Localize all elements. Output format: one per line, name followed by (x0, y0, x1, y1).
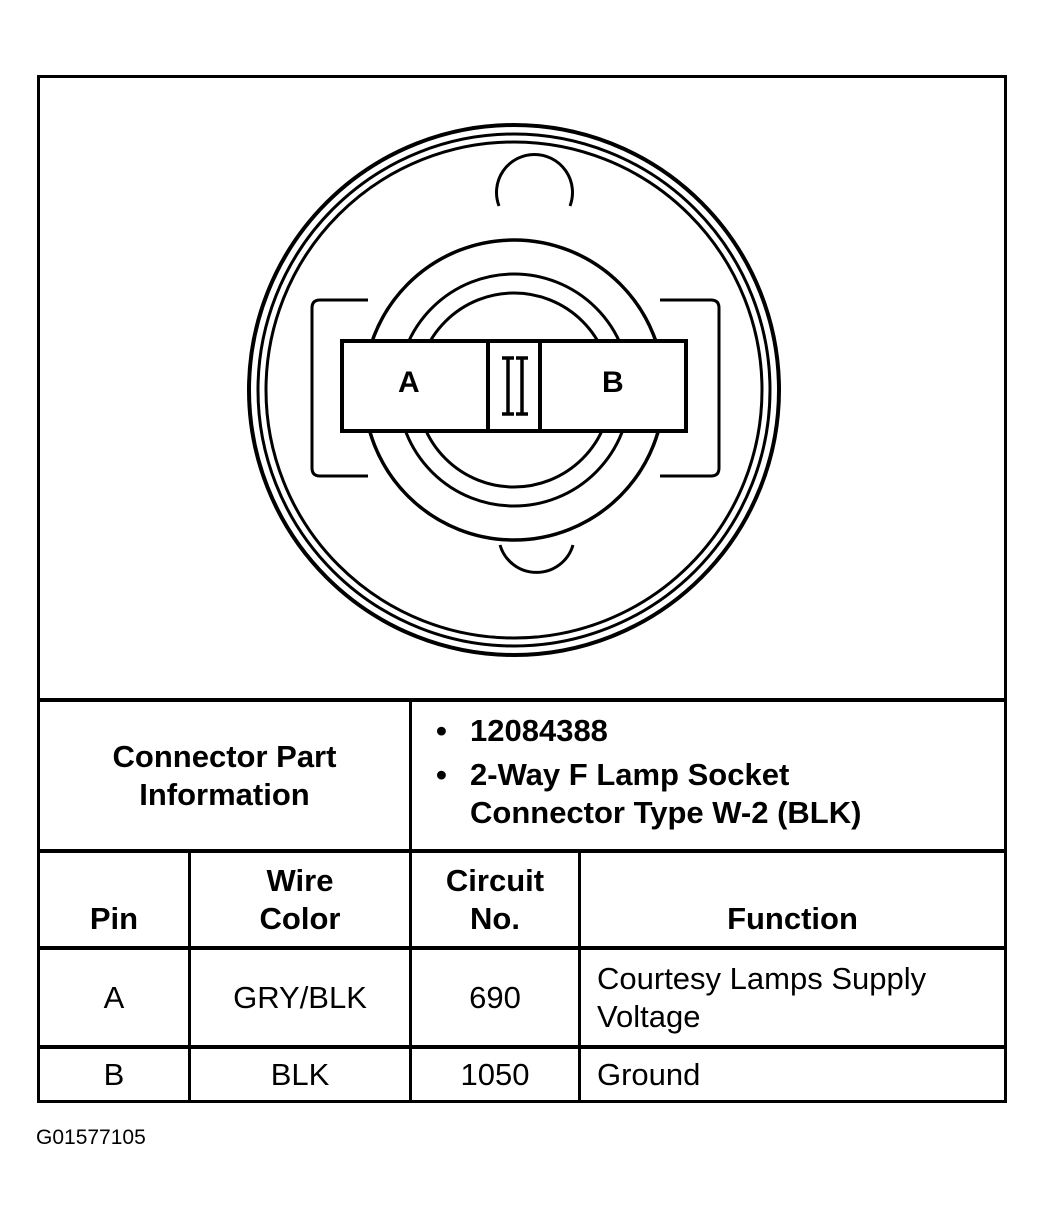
connector-face-drawing: A B (40, 78, 1004, 700)
divider-col-wire (409, 849, 412, 1100)
row-a-circuit: 690 (469, 979, 521, 1015)
divider-info-col (409, 698, 412, 853)
header-wire-line1: Wire (266, 862, 334, 898)
connector-type-item: • 2-Way F Lamp Socket Connector Type W-2… (412, 756, 861, 832)
divider-info-header (40, 849, 1004, 853)
row-b-wire-color: BLK (270, 1056, 330, 1092)
connector-desc-line2: Connector Type W-2 (BLK) (470, 795, 862, 830)
row-b-circuit: 1050 (460, 1056, 530, 1092)
header-wire-line2: Color (259, 900, 341, 936)
header-wire-color: Wire Color (191, 853, 409, 946)
label-line2: Information (139, 776, 310, 812)
row-b-pin: B (103, 1056, 125, 1092)
part-number: 12084388 (470, 713, 608, 748)
pin-label-b: B (602, 366, 624, 399)
divider-drawing-info (40, 698, 1004, 702)
row-a-function-line2: Voltage (597, 998, 701, 1034)
header-circuit-line1: Circuit (445, 862, 545, 898)
part-number-item: • 12084388 (412, 712, 861, 750)
bullet-icon: • (436, 757, 447, 792)
label-line1: Connector Part (112, 738, 337, 774)
row-b-function: Ground (597, 1056, 701, 1092)
connector-part-info-label: Connector Part Information (40, 702, 409, 849)
divider-row-a-b (40, 1045, 1004, 1049)
connector-figure-frame: A B Connector Part Information • 1208438… (37, 75, 1007, 1103)
connector-part-info-list: • 12084388 • 2-Way F Lamp Socket Connect… (412, 712, 1002, 849)
pin-label-a: A (398, 366, 420, 399)
divider-header-rows (40, 946, 1004, 950)
connector-desc-line1: 2-Way F Lamp Socket (470, 757, 790, 792)
row-a-wire-color: GRY/BLK (233, 979, 367, 1015)
connector-face-icon (247, 123, 781, 657)
header-pin: Pin (89, 901, 139, 936)
divider-col-circuit (578, 849, 581, 1100)
row-a-function-line1: Courtesy Lamps Supply (597, 960, 927, 996)
row-a-function: Courtesy Lamps Supply Voltage (581, 950, 1004, 1045)
bullet-icon: • (436, 713, 447, 748)
header-function: Function (727, 901, 858, 936)
row-a-pin: A (103, 979, 125, 1015)
header-circuit-line2: No. (470, 900, 520, 936)
figure-code: G01577105 (36, 1126, 146, 1149)
header-circuit-no: Circuit No. (412, 853, 578, 946)
divider-col-pin (188, 849, 191, 1100)
